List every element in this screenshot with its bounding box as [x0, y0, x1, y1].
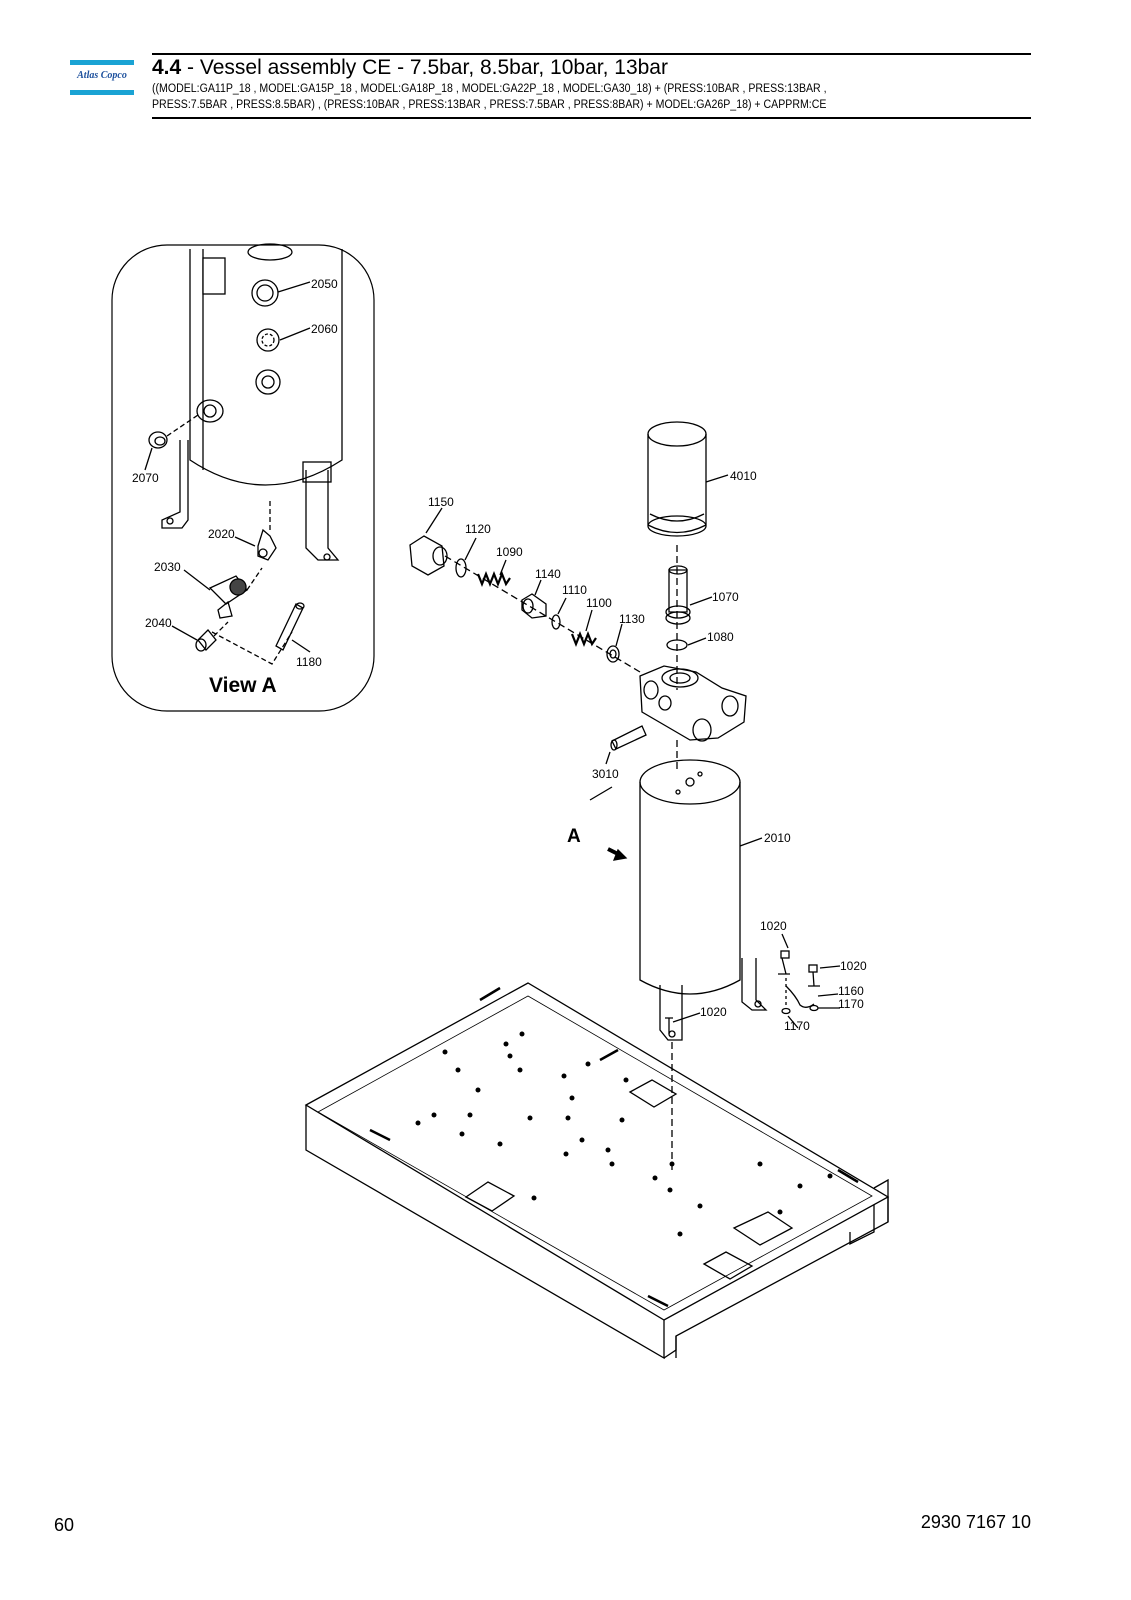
view-a-inset	[111, 243, 375, 712]
callout-1110: 1110	[562, 583, 587, 597]
callout-3010: 3010	[592, 767, 619, 781]
applicability-line-1: ((MODEL:GA11P_18 , MODEL:GA15P_18 , MODE…	[152, 83, 827, 95]
callout-leaders	[589, 786, 613, 801]
header-rule-top	[152, 53, 1031, 55]
callout-4010: 4010	[730, 469, 757, 483]
callout-2070: 2070	[132, 471, 159, 485]
base-holes	[415, 1031, 833, 1237]
callout-2050: 2050	[311, 277, 338, 291]
callout-1020-left: 1020	[700, 1005, 727, 1019]
callout-1100: 1100	[586, 596, 612, 610]
callout-1140: 1140	[535, 567, 561, 581]
applicability-line-2: PRESS:7.5BAR , PRESS:8.5BAR) , (PRESS:10…	[152, 99, 827, 111]
base-frame	[304, 982, 890, 1360]
callout-1160: 1160	[838, 984, 864, 998]
callout-1090: 1090	[496, 545, 523, 559]
header-rule-bottom	[152, 117, 1031, 119]
page-number: 60	[54, 1515, 75, 1535]
callout-2060: 2060	[311, 322, 338, 336]
callout-1170-right: 1170	[838, 997, 864, 1011]
callout-1150: 1150	[428, 495, 454, 509]
logo-wordmark: Atlas Copco	[77, 70, 127, 81]
main-exploded-view	[409, 421, 841, 1170]
logo-bar-top	[70, 60, 134, 65]
section-number: 4.4	[152, 56, 182, 79]
callout-1020-top: 1020	[760, 919, 787, 933]
callout-1120: 1120	[465, 522, 491, 536]
callout-2040: 2040	[145, 616, 172, 630]
callout-1170-bottom: 1170	[784, 1019, 810, 1033]
callout-1130: 1130	[619, 612, 645, 626]
logo-bar-bottom	[70, 90, 134, 95]
view-a-marker: A	[567, 826, 581, 847]
document-number: 2930 7167 10	[920, 1512, 1031, 1532]
callout-1070: 1070	[712, 590, 739, 604]
callout-1180: 1180	[296, 655, 322, 669]
callout-1020-right: 1020	[840, 959, 867, 973]
page-title: 4.4 - Vessel assembly CE - 7.5bar, 8.5ba…	[152, 56, 668, 80]
callout-2030: 2030	[154, 560, 181, 574]
callout-2020: 2020	[208, 527, 235, 541]
view-a-caption: View A	[209, 674, 277, 697]
callout-2010: 2010	[764, 831, 791, 845]
callout-1080: 1080	[707, 630, 734, 644]
section-title: - Vessel assembly CE - 7.5bar, 8.5bar, 1…	[181, 56, 668, 79]
atlas-copco-logo: Atlas Copco	[70, 60, 134, 96]
